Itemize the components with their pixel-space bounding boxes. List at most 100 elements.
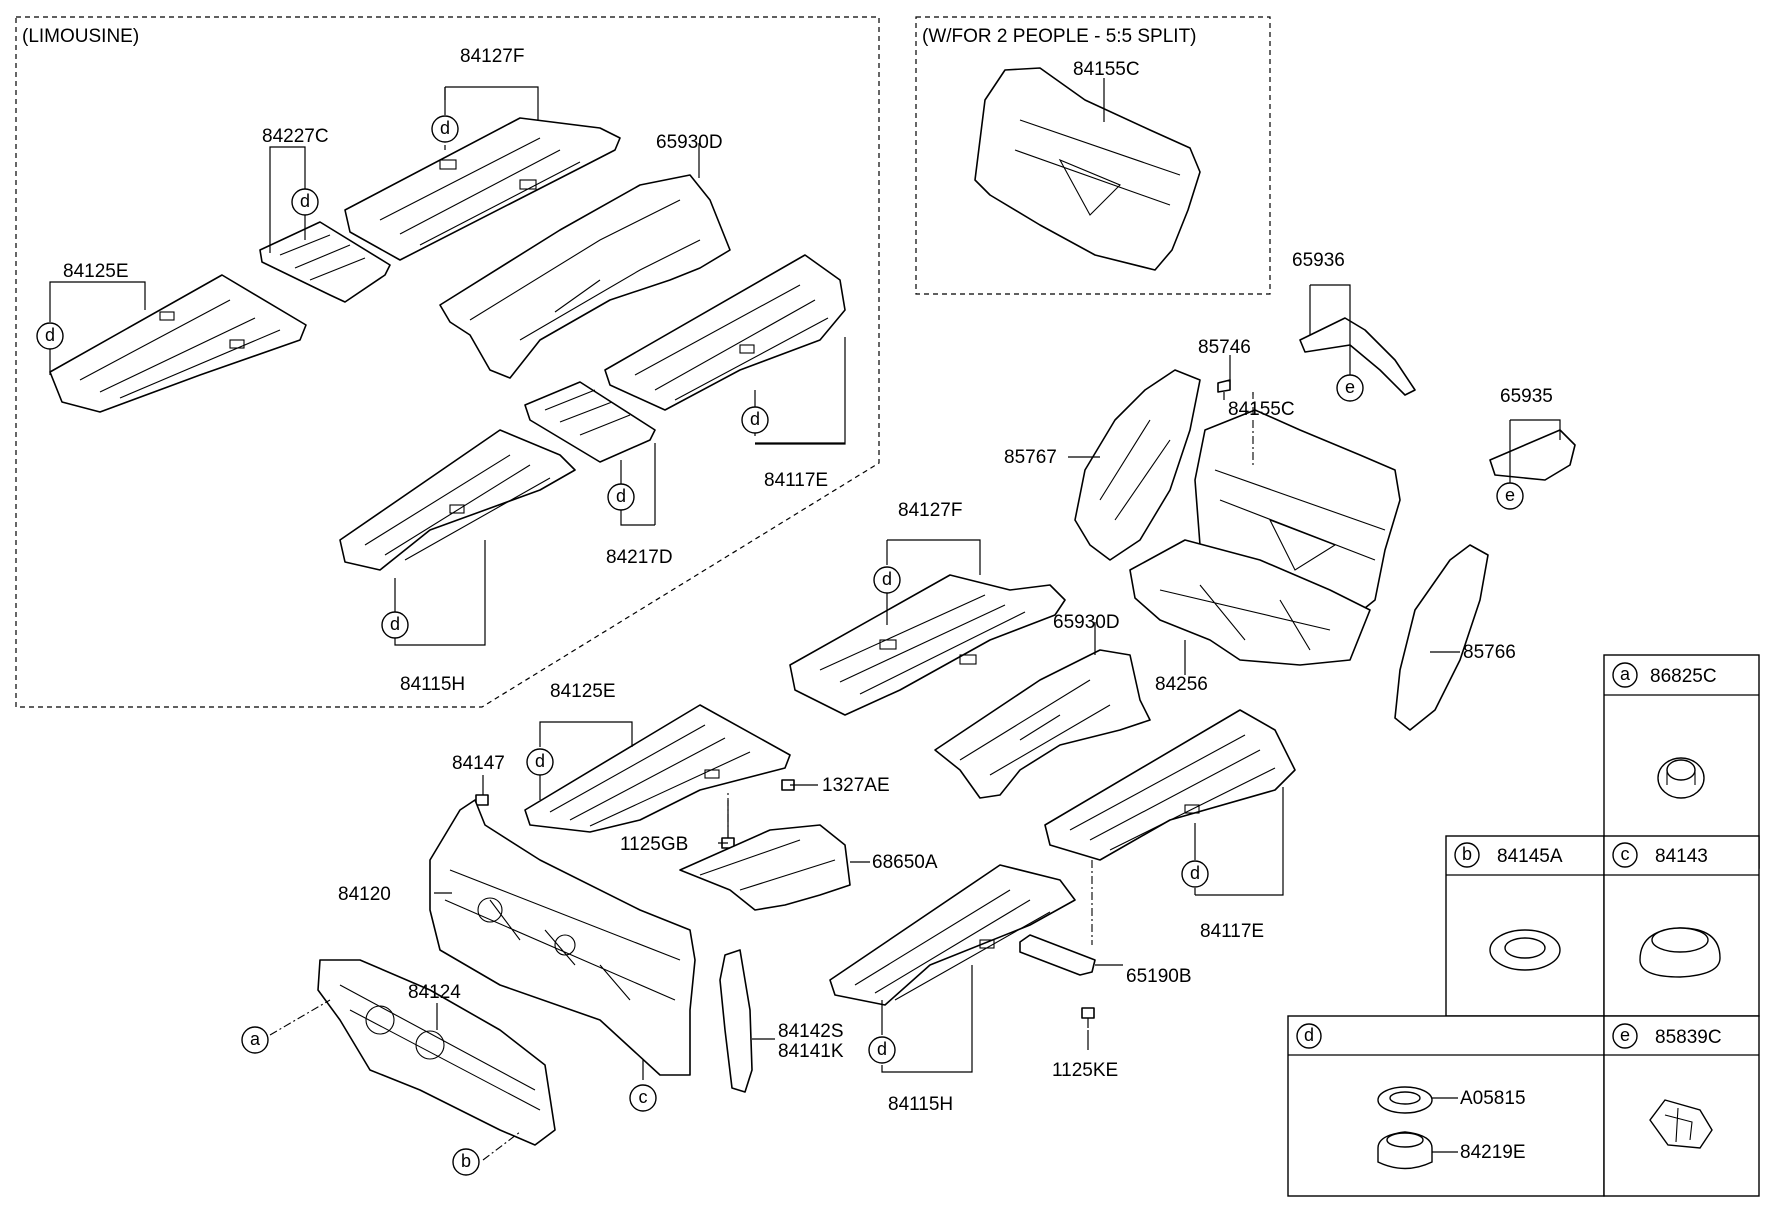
circle-e-65936: e [1336,374,1364,402]
circle-d-84127f-limo: d [431,115,459,143]
part-85767 [1074,369,1201,561]
label-84115h-limo: 84115H [400,674,465,695]
circle-d-84217d-limo: d [607,483,635,511]
letter-callouts: d d d d d d e e d d d d a b c [36,115,1524,1176]
label-84217d-limo: 84217D [606,547,673,568]
label-1125ke: 1125KE [1052,1060,1118,1081]
part-1125ke-bolt [1081,1007,1095,1028]
part-84125e-limo [49,274,307,413]
svg-text:86825C: 86825C [1650,666,1717,687]
svg-text:d: d [750,409,760,429]
circle-d-84127f-main: d [873,566,901,594]
part-84155c-split [974,67,1201,271]
label-84256: 84256 [1155,674,1208,695]
part-65930d-limo [439,174,731,379]
label-84120: 84120 [338,884,391,905]
svg-text:e: e [1620,1025,1630,1045]
legend-table: a 86825C b 84145A c 84143 [1287,654,1760,1197]
label-84125e-main: 84125E [550,681,616,702]
svg-text:e: e [1345,377,1355,397]
label-85746: 85746 [1198,337,1251,358]
label-84127f-limo: 84127F [460,46,524,67]
circle-d-84125e-limo: d [36,322,64,350]
label-68650a: 68650A [872,852,938,873]
part-65190b [1019,934,1096,976]
svg-text:A05815: A05815 [1460,1088,1526,1109]
circle-d-84117e-main: d [1181,860,1209,888]
callout-labels: 84127F 84227C 65930D 84125E 84217D 84117… [63,46,1553,1115]
legend-cell-b: b 84145A [1445,835,1605,1017]
label-84115h-main: 84115H [888,1094,953,1115]
label-84141k: 84141K [778,1041,844,1062]
retainer-clip-icon [1649,1099,1713,1149]
svg-text:a: a [250,1029,261,1049]
svg-text:a: a [1620,664,1631,684]
part-68650a [679,824,851,911]
limousine-group-frame [15,16,880,708]
part-84117e-main [1044,709,1296,861]
svg-text:c: c [639,1087,648,1107]
svg-text:84219E: 84219E [1460,1142,1526,1163]
label-84124: 84124 [408,982,461,1003]
label-85766: 85766 [1463,642,1516,663]
svg-text:d: d [535,751,545,771]
label-85767: 85767 [1004,447,1057,468]
part-1327ae-bolt [781,779,795,791]
circle-e-65935: e [1496,482,1524,510]
label-65930d-limo: 65930D [656,132,723,153]
label-84155c-split: 84155C [1073,59,1140,80]
circle-a-84124: a [241,1026,269,1054]
svg-text:d: d [877,1039,887,1059]
label-1327ae: 1327AE [822,775,890,796]
circle-d-84227c-limo: d [291,188,319,216]
legend-cell-a: a 86825C [1603,654,1760,869]
legend-cell-c: c 84143 [1603,835,1760,1017]
legend-cell-e: e 85839C [1603,1015,1760,1197]
svg-text:d: d [390,614,400,634]
circle-d-84115h-limo: d [381,611,409,639]
svg-text:d: d [440,118,450,138]
label-84155c-main: 84155C [1228,399,1295,420]
svg-text:c: c [1621,844,1630,864]
grommet-ring-icon [1489,929,1561,971]
part-65930d-main [934,649,1151,799]
fastener-pair-icon [1377,1086,1433,1170]
limousine-group-label: (LIMOUSINE) [22,26,139,47]
part-84127f-main [789,574,1066,716]
two-people-group-label: (W/FOR 2 PEOPLE - 5:5 SPLIT) [922,26,1197,47]
svg-text:d: d [45,325,55,345]
part-85746-screw [1217,379,1231,400]
part-84217d-limo [524,381,656,463]
part-84125e-main [524,704,791,833]
part-84127f-limo [344,117,621,261]
part-65935 [1489,429,1576,481]
part-84124 [317,959,556,1146]
part-84142s-84141k [719,949,753,1093]
svg-text:d: d [616,486,626,506]
label-84142s: 84142S [778,1021,844,1042]
label-65936: 65936 [1292,250,1345,271]
part-84117e-limo [604,254,846,411]
label-1125gb: 1125GB [620,834,688,855]
svg-text:84143: 84143 [1655,846,1708,867]
svg-text:85839C: 85839C [1655,1027,1722,1048]
plug-cap-icon [1639,927,1721,978]
circle-b-84124: b [452,1148,480,1176]
label-84227c-limo: 84227C [262,126,329,147]
label-65190b: 65190B [1126,966,1192,987]
svg-text:b: b [461,1151,471,1171]
part-84256 [1129,539,1371,666]
label-84147: 84147 [452,753,505,774]
part-65936 [1299,317,1416,396]
label-84117e-main: 84117E [1200,921,1264,942]
part-85766 [1394,544,1489,731]
label-65930d-main: 65930D [1053,612,1120,633]
label-84127f-main: 84127F [898,500,962,521]
part-84115h-main [829,864,1076,1006]
part-84115h-limo [339,429,576,571]
circle-d-84117e-limo: d [741,406,769,434]
svg-text:d: d [882,569,892,589]
part-84147-bolt [475,794,489,806]
part-84227c-limo [259,221,391,303]
